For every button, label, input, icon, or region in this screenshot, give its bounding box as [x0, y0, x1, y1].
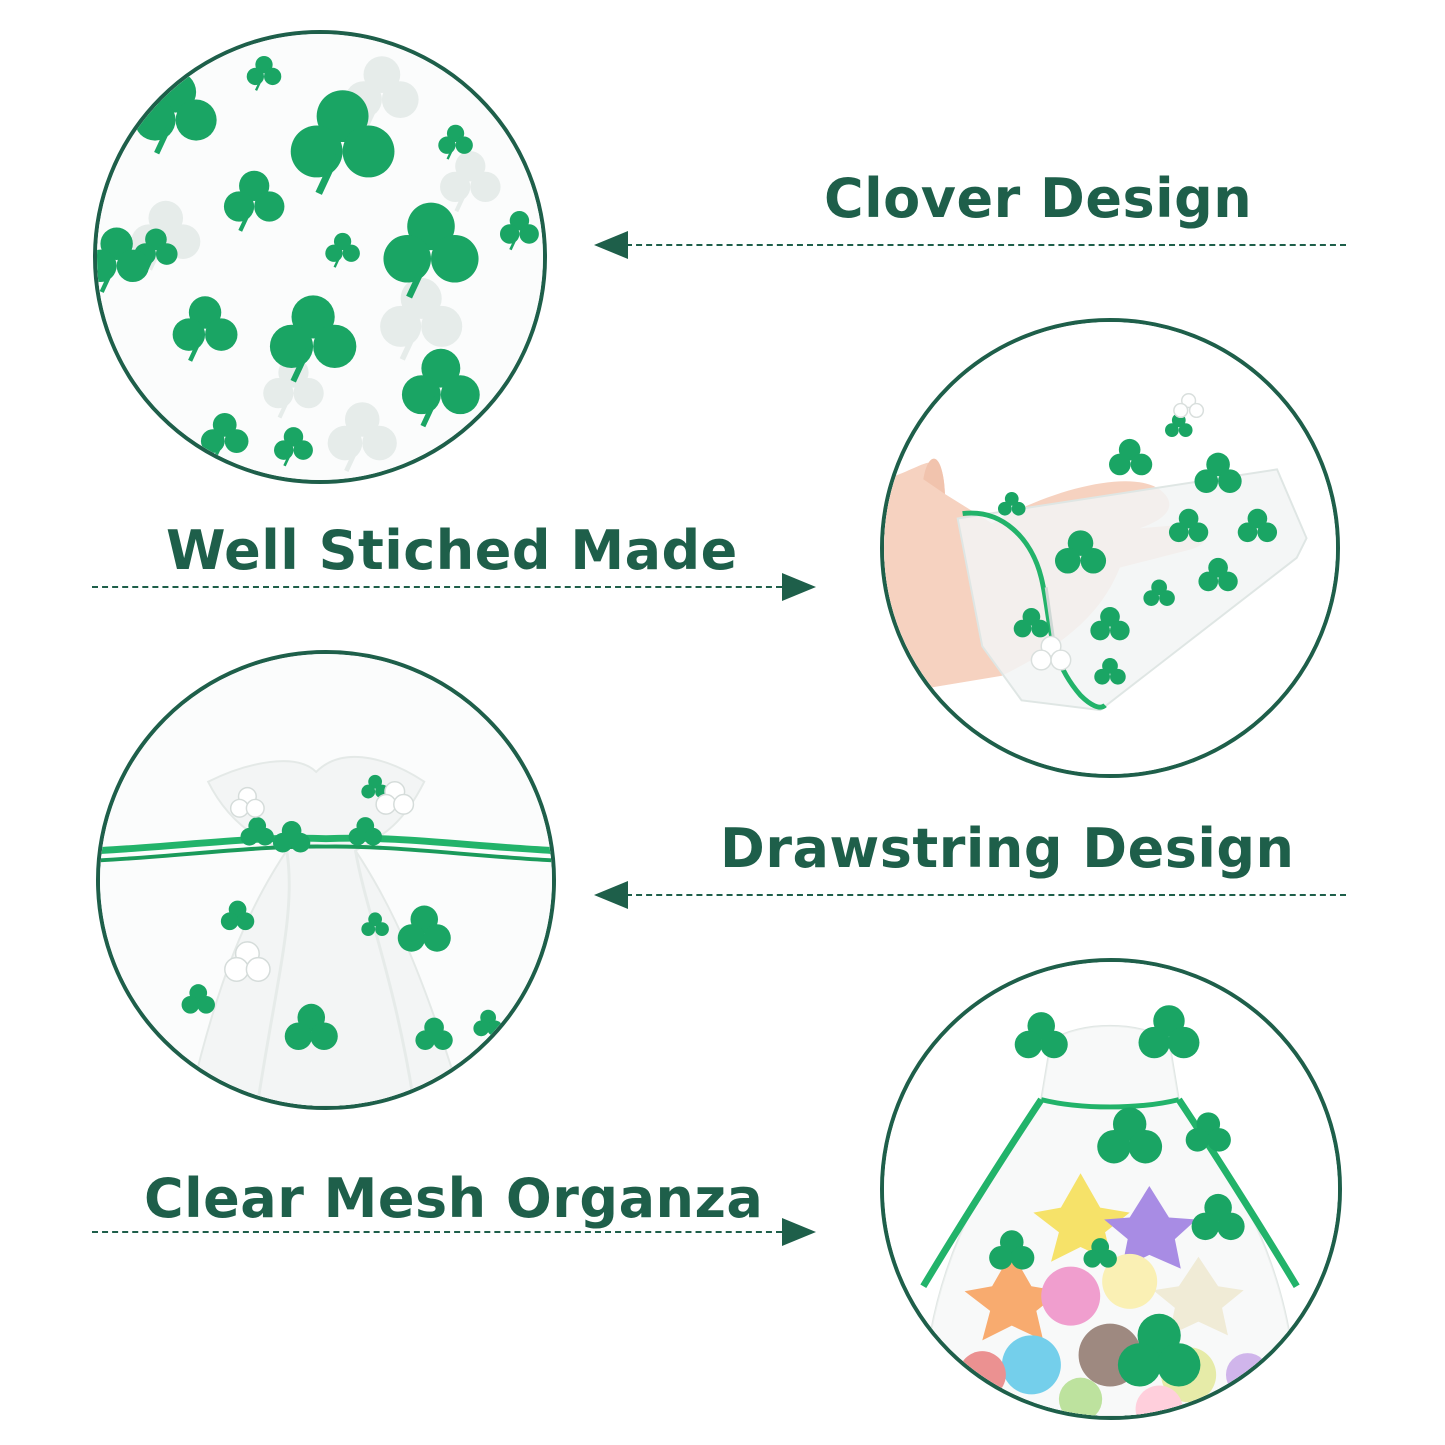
connector-line-clear-mesh-organza [92, 1231, 782, 1233]
bag-with-candies-image [884, 962, 1338, 1416]
feature-label-clover-design: Clover Design [824, 167, 1253, 230]
bag-with-candies-photo [880, 958, 1342, 1420]
arrow-right-icon [782, 573, 816, 601]
drawstring-closeup-photo [96, 650, 556, 1110]
bag-on-hand-photo [880, 318, 1340, 778]
arrow-left-icon [594, 881, 628, 909]
feature-label-drawstring-design: Drawstring Design [720, 817, 1295, 880]
connector-line-clover-design [626, 244, 1346, 246]
arrow-left-icon [594, 231, 628, 259]
feature-label-well-stiched-made: Well Stiched Made [166, 519, 738, 582]
clover-pattern-image [97, 34, 543, 480]
clover-pattern-photo [93, 30, 547, 484]
connector-line-drawstring-design [626, 894, 1346, 896]
feature-label-clear-mesh-organza: Clear Mesh Organza [144, 1167, 764, 1230]
arrow-right-icon [782, 1218, 816, 1246]
drawstring-closeup-image [100, 654, 552, 1106]
connector-line-well-stiched-made [92, 586, 782, 588]
bag-on-hand-image [884, 322, 1336, 774]
